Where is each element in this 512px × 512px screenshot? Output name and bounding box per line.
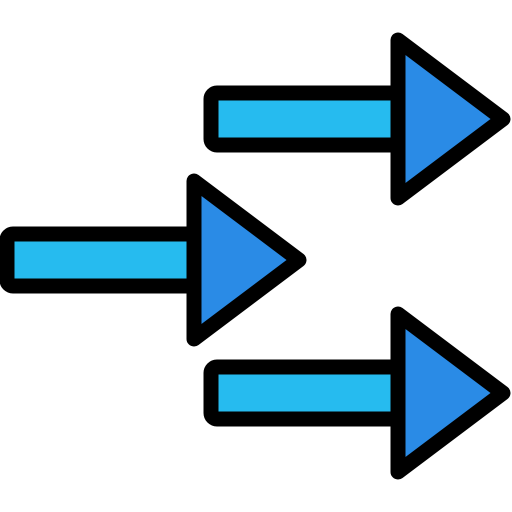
arrow-middle-shaft xyxy=(0,226,210,294)
arrow-bottom-shaft xyxy=(203,359,414,427)
arrow-top-head xyxy=(390,32,511,206)
arrow-middle-head xyxy=(186,173,307,347)
arrow-middle-icon xyxy=(0,173,307,347)
arrow-bottom-icon xyxy=(203,306,511,480)
arrow-top-shaft xyxy=(203,85,414,153)
arrow-top-icon xyxy=(203,32,511,206)
arrow-bottom-head xyxy=(390,306,511,480)
